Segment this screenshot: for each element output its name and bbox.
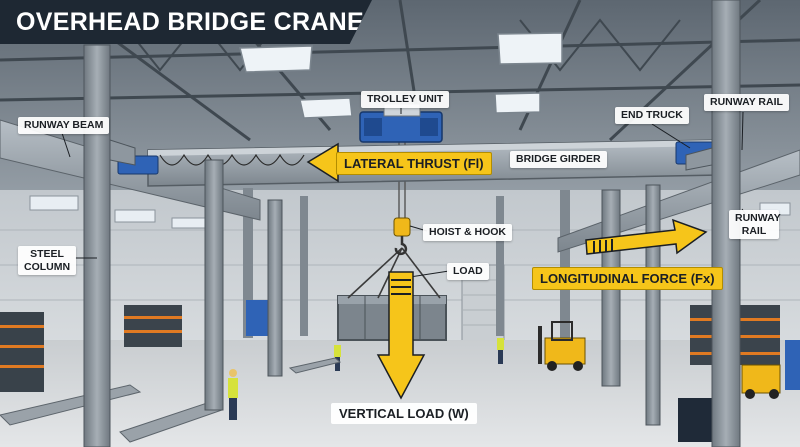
- runway-rail-right-label: RUNWAY RAIL: [729, 210, 781, 240]
- diagram-title: OVERHEAD BRIDGE CRANE: [0, 0, 372, 44]
- hoist-hook-label: HOIST & HOOK: [423, 224, 513, 241]
- workers: [228, 338, 504, 420]
- end-truck-label: END TRUCK: [615, 107, 689, 124]
- longitudinal-force-arrow: [585, 218, 708, 255]
- runway-rail-top-label: RUNWAY RAIL: [704, 94, 789, 111]
- hook-block: [393, 217, 411, 256]
- forklift-center: [538, 321, 586, 371]
- longitudinal-force-label: LONGITUDINAL FORCE (Fx): [532, 267, 723, 290]
- runway-beam-label: RUNWAY BEAM: [18, 117, 110, 134]
- load-label: LOAD: [447, 263, 489, 280]
- bridge-girder-label: BRIDGE GIRDER: [510, 151, 607, 168]
- forklift-right: [741, 364, 781, 399]
- background-columns: [243, 188, 570, 340]
- vertical-load-arrow: [376, 271, 426, 400]
- vertical-load-label: VERTICAL LOAD (W): [331, 403, 477, 424]
- lateral-thrust-label: LATERAL THRUST (Fl): [336, 152, 492, 175]
- trolley-unit-label: TROLLEY UNIT: [361, 91, 450, 108]
- skylights: [239, 32, 563, 119]
- wall-windows: [29, 195, 791, 229]
- left-shelving: [0, 300, 270, 392]
- steel-column-label: STEEL COLUMN: [18, 246, 76, 276]
- festoon-cable: [159, 153, 305, 166]
